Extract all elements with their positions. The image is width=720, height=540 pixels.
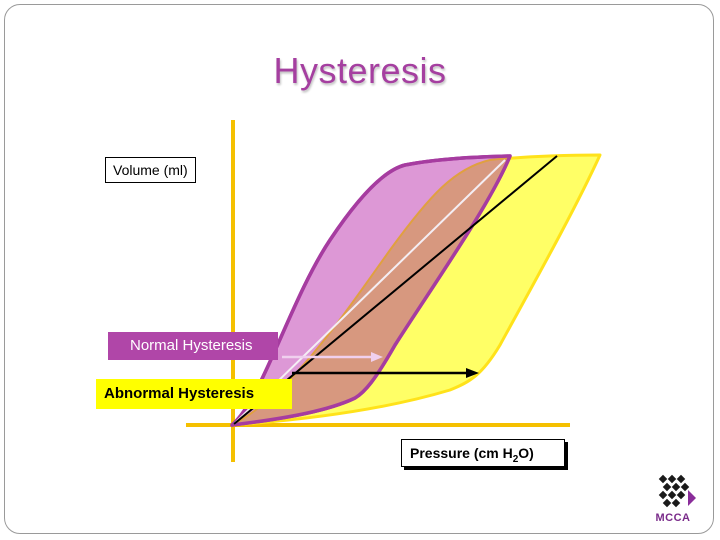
volume-axis-label: Volume (ml) xyxy=(105,157,196,183)
normal-loop-outline xyxy=(230,154,512,427)
mcca-logo: MCCA xyxy=(650,474,706,530)
pressure-label-prefix: Pressure (cm H xyxy=(410,445,513,461)
abnormal-hysteresis-label: Abnormal Hysteresis xyxy=(96,379,292,409)
logo-diamond-grid-icon xyxy=(658,474,696,508)
pressure-label-subscript: 2 xyxy=(512,453,519,465)
slide-title: Hysteresis xyxy=(273,50,447,91)
pressure-axis-label: Pressure (cm H2O) xyxy=(401,439,565,467)
pressure-label-suffix: O) xyxy=(518,445,534,461)
normal-arrow-head xyxy=(371,352,383,362)
normal-hysteresis-label: Normal Hysteresis xyxy=(108,332,278,360)
logo-text: MCCA xyxy=(655,512,691,524)
abnormal-arrow-head xyxy=(466,368,479,378)
